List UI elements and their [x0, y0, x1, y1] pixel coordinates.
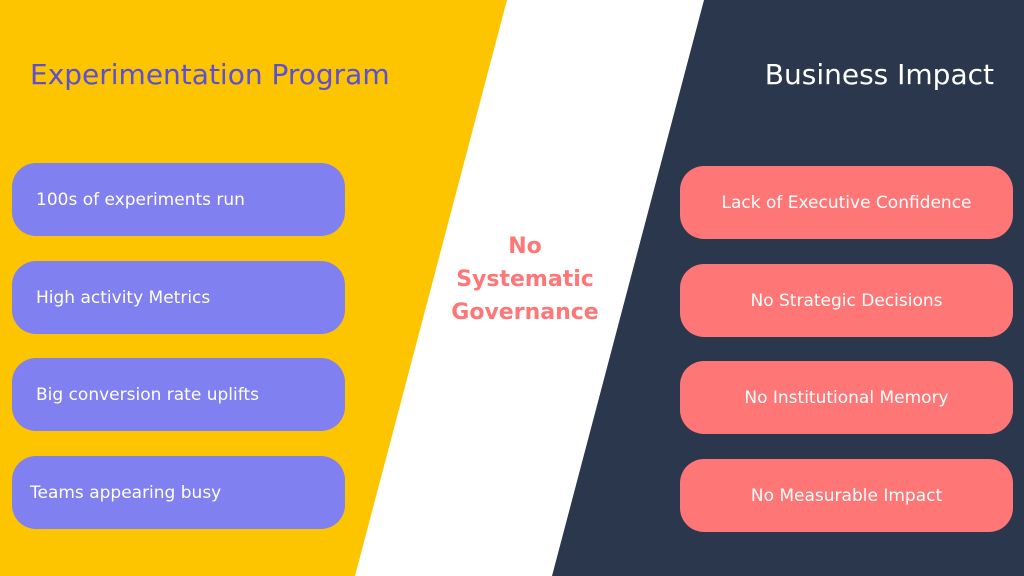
- left-item: High activity Metrics: [12, 261, 345, 334]
- center-line: Governance: [451, 300, 599, 325]
- left-title: Experimentation Program: [30, 58, 390, 91]
- left-item: Teams appearing busy: [12, 456, 345, 529]
- right-item: No Measurable Impact: [680, 459, 1013, 532]
- center-line: Systematic: [456, 267, 594, 292]
- right-item: Lack of Executive Confidence: [680, 166, 1013, 239]
- left-item: 100s of experiments run: [12, 163, 345, 236]
- center-label: No Systematic Governance: [440, 230, 610, 329]
- right-item: No Institutional Memory: [680, 361, 1013, 434]
- right-title: Business Impact: [764, 58, 994, 91]
- left-item: Big conversion rate uplifts: [12, 358, 345, 431]
- right-item: No Strategic Decisions: [680, 264, 1013, 337]
- center-line: No: [508, 234, 542, 259]
